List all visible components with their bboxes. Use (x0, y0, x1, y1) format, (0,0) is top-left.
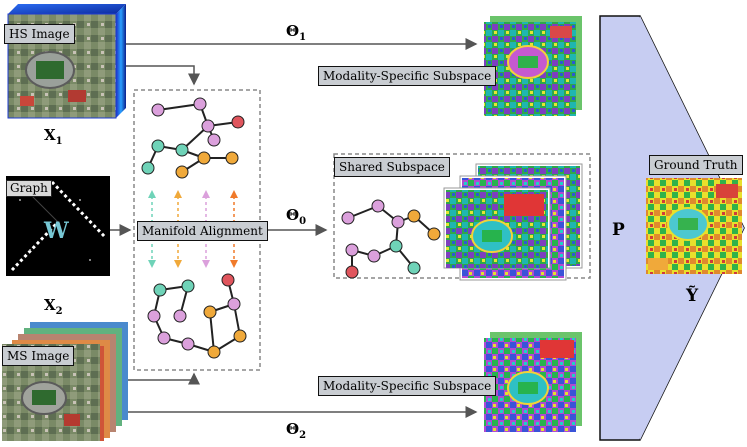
graph-node (221, 273, 235, 287)
ms-image-label: MS Image (2, 346, 75, 366)
bottom-manifold-nodes (147, 273, 247, 359)
graph-node (181, 337, 195, 351)
graph-node (367, 249, 381, 263)
graph-node (147, 309, 161, 323)
graph-node (207, 345, 221, 359)
hs-image-cube (7, 4, 126, 119)
ground-truth-map (646, 178, 742, 274)
graph-node (341, 211, 355, 225)
theta0-label: Θ0 (286, 206, 307, 227)
graph-node (207, 133, 221, 147)
graph-node (203, 305, 217, 319)
graph-node (197, 151, 211, 165)
modality-specific-top-label: Modality-Specific Subspace (318, 66, 497, 86)
x1-label: X1 (44, 126, 63, 147)
graph-node (175, 165, 189, 179)
graph-node (345, 243, 359, 257)
w-symbol: W (44, 218, 69, 244)
specific-map-top (484, 16, 582, 116)
theta1-label: Θ1 (286, 22, 307, 43)
graph-node (231, 115, 245, 129)
graph-node (389, 239, 403, 253)
graph-node (407, 261, 421, 275)
graph-node (427, 227, 441, 241)
shared-graph-nodes (341, 199, 441, 279)
graph-node (157, 331, 171, 345)
hs-image-label: HS Image (4, 24, 75, 44)
graph-node (227, 297, 241, 311)
theta2-label: Θ2 (286, 420, 307, 441)
graph-node (371, 199, 385, 213)
shared-subspace-label: Shared Subspace (334, 157, 450, 177)
graph-node (151, 103, 165, 117)
graph-node (173, 309, 187, 323)
graph-node (391, 215, 405, 229)
graph-node (233, 329, 247, 343)
graph-node (181, 279, 195, 293)
graph-node (345, 265, 359, 279)
shared-subspace-stack (443, 163, 583, 281)
flow-arrows (110, 38, 644, 418)
graph-node (141, 161, 155, 175)
top-manifold-nodes (141, 97, 245, 179)
projection-p-label: P (612, 220, 625, 240)
ground-truth-label: Ground Truth (649, 155, 743, 175)
specific-map-bottom (484, 332, 582, 432)
graph-node (193, 97, 207, 111)
graph-node (201, 119, 215, 133)
graph-node (407, 209, 421, 223)
ms-image-stack (2, 322, 128, 441)
manifold-alignment-label: Manifold Alignment (137, 221, 268, 241)
graph-node (225, 151, 239, 165)
graph-node (175, 143, 189, 157)
modality-specific-bottom-label: Modality-Specific Subspace (318, 376, 497, 396)
shared-graph (347, 205, 435, 272)
graph-label: Graph (6, 180, 52, 197)
graph-node (151, 139, 165, 153)
correspondence-arrowheads (148, 190, 238, 268)
y-tilde-label: Ỹ (686, 286, 699, 306)
x2-label: X2 (44, 296, 63, 317)
graph-node (153, 283, 167, 297)
